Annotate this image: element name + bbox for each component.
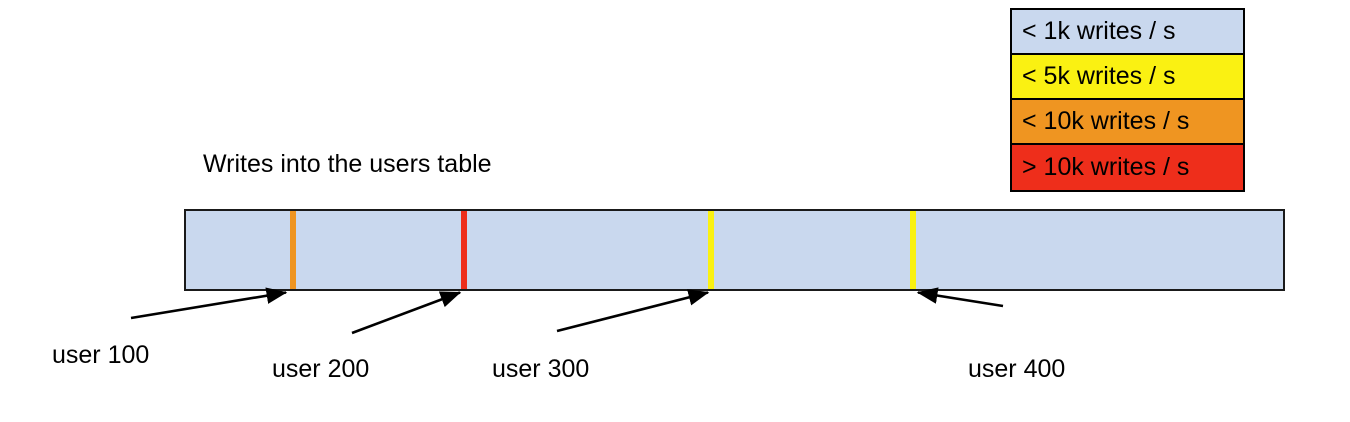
legend-row-gt-10k: > 10k writes / s <box>1012 145 1243 190</box>
arrow-user-100 <box>130 287 288 320</box>
chart-title: Writes into the users table <box>203 150 492 178</box>
annotation-user-200: user 200 <box>272 355 370 383</box>
marker-user-100 <box>289 211 296 289</box>
annotation-user-400: user 400 <box>968 355 1066 383</box>
legend-row-lt-10k: < 10k writes / s <box>1012 100 1243 145</box>
legend-label-lt-5k: < 5k writes / s <box>1022 62 1176 90</box>
users-table-bar <box>184 209 1285 291</box>
marker-user-200 <box>461 211 468 289</box>
annotation-user-100: user 100 <box>52 341 150 369</box>
legend-label-lt-1k: < 1k writes / s <box>1022 17 1176 45</box>
marker-user-400 <box>910 211 917 289</box>
write-rate-legend: < 1k writes / s < 5k writes / s < 10k wr… <box>1010 8 1245 192</box>
arrow-user-400 <box>916 287 1004 308</box>
annotation-user-300: user 300 <box>492 355 590 383</box>
arrow-user-200 <box>351 291 462 335</box>
legend-row-lt-5k: < 5k writes / s <box>1012 55 1243 100</box>
legend-row-lt-1k: < 1k writes / s <box>1012 10 1243 55</box>
marker-user-300 <box>708 211 715 289</box>
legend-label-gt-10k: > 10k writes / s <box>1022 153 1190 181</box>
arrow-user-300 <box>556 289 710 333</box>
legend-label-lt-10k: < 10k writes / s <box>1022 107 1190 135</box>
